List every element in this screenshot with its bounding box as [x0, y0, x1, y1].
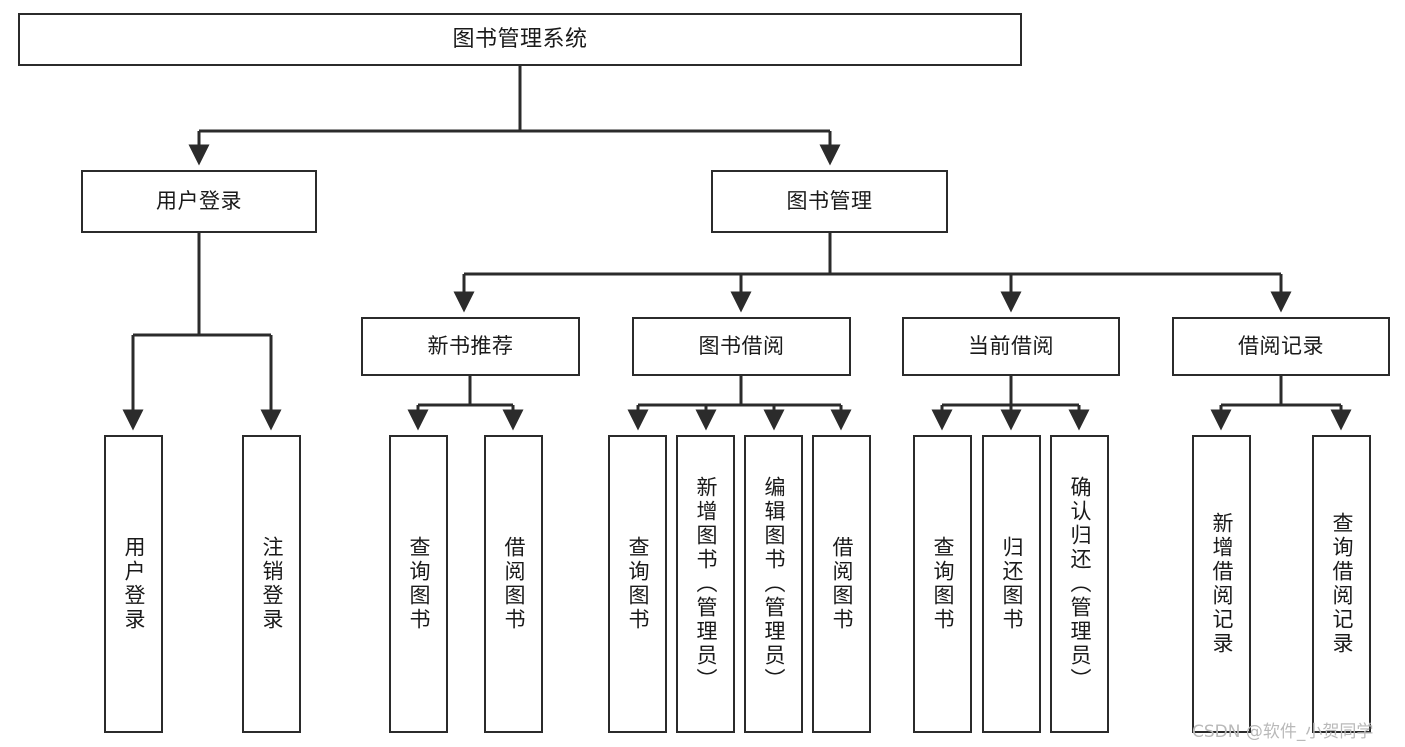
leaf-record-query-record[interactable]: 查询借阅记录 — [1312, 435, 1371, 733]
leaf-current-return-book-label: 归还图书 — [1000, 536, 1024, 632]
node-current-borrow[interactable]: 当前借阅 — [902, 317, 1120, 376]
node-book-manage[interactable]: 图书管理 — [711, 170, 948, 233]
node-borrow-record[interactable]: 借阅记录 — [1172, 317, 1390, 376]
leaf-borrow-borrow-book-label: 借阅图书 — [830, 536, 854, 632]
leaf-borrow-edit-book-label: 编辑图书（管理员） — [762, 476, 786, 692]
leaf-borrow-query-book-label: 查询图书 — [626, 536, 650, 632]
leaf-current-query-book[interactable]: 查询图书 — [913, 435, 972, 733]
leaf-user-login-label: 用户登录 — [122, 536, 146, 632]
node-root-label: 图书管理系统 — [452, 26, 588, 52]
leaf-newbook-query-book-label: 查询图书 — [407, 536, 431, 632]
leaf-newbook-borrow-book-label: 借阅图书 — [502, 536, 526, 632]
leaf-borrow-add-book-label: 新增图书（管理员） — [694, 476, 718, 692]
leaf-record-query-record-label: 查询借阅记录 — [1330, 512, 1354, 656]
node-borrow[interactable]: 图书借阅 — [632, 317, 851, 376]
leaf-newbook-borrow-book[interactable]: 借阅图书 — [484, 435, 543, 733]
leaf-borrow-add-book[interactable]: 新增图书（管理员） — [676, 435, 735, 733]
leaf-user-logout-label: 注销登录 — [260, 536, 284, 632]
leaf-borrow-edit-book[interactable]: 编辑图书（管理员） — [744, 435, 803, 733]
leaf-current-confirm-return-label: 确认归还（管理员） — [1068, 476, 1092, 692]
node-user-login[interactable]: 用户登录 — [81, 170, 317, 233]
csdn-watermark: CSDN @软件_小贺同学 — [1192, 722, 1374, 742]
leaf-current-return-book[interactable]: 归还图书 — [982, 435, 1041, 733]
node-user-login-label: 用户登录 — [156, 189, 242, 214]
node-book-manage-label: 图书管理 — [786, 189, 873, 214]
node-borrow-record-label: 借阅记录 — [1238, 334, 1324, 359]
leaf-current-query-book-label: 查询图书 — [931, 536, 955, 632]
node-new-book[interactable]: 新书推荐 — [361, 317, 580, 376]
leaf-record-add-record-label: 新增借阅记录 — [1210, 512, 1234, 656]
node-new-book-label: 新书推荐 — [427, 334, 514, 359]
leaf-user-logout[interactable]: 注销登录 — [242, 435, 301, 733]
node-current-borrow-label: 当前借阅 — [968, 334, 1054, 359]
leaf-record-add-record[interactable]: 新增借阅记录 — [1192, 435, 1251, 733]
node-borrow-label: 图书借阅 — [698, 334, 785, 359]
leaf-current-confirm-return[interactable]: 确认归还（管理员） — [1050, 435, 1109, 733]
leaf-borrow-query-book[interactable]: 查询图书 — [608, 435, 667, 733]
leaf-borrow-borrow-book[interactable]: 借阅图书 — [812, 435, 871, 733]
node-root[interactable]: 图书管理系统 — [18, 13, 1022, 66]
leaf-user-login[interactable]: 用户登录 — [104, 435, 163, 733]
leaf-newbook-query-book[interactable]: 查询图书 — [389, 435, 448, 733]
